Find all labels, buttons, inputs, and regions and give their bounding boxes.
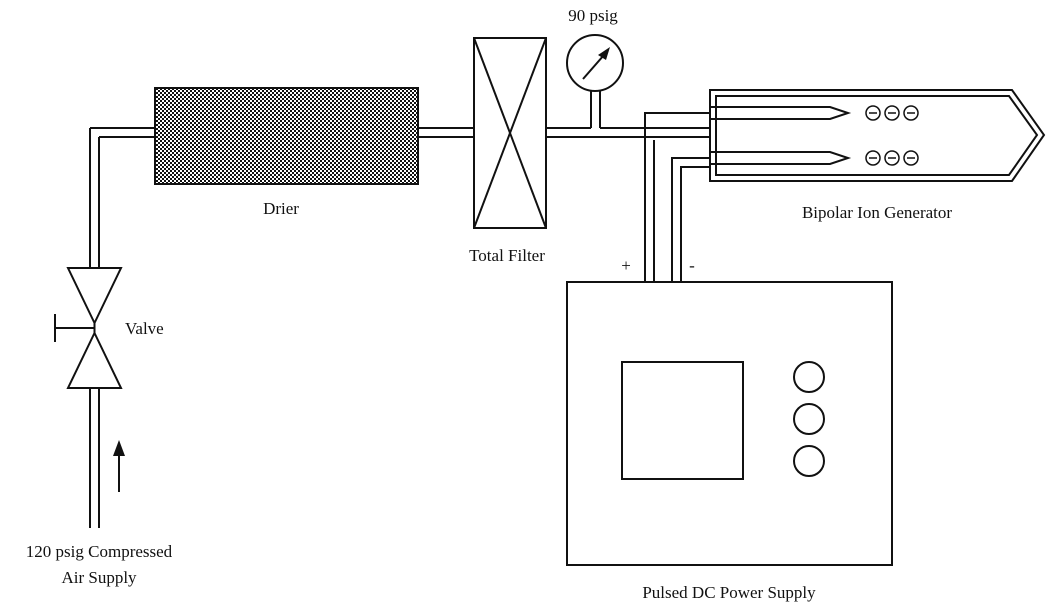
ion-generator-label: Bipolar Ion Generator: [802, 203, 952, 222]
power-supply-display: [621, 361, 744, 480]
negative-terminal-label: -: [689, 256, 695, 275]
positive-terminal-label: +: [621, 256, 631, 275]
flow-arrow-icon: [113, 440, 125, 492]
ion-icon: [865, 150, 881, 166]
filter-label: Total Filter: [469, 246, 545, 265]
total-filter: [473, 37, 547, 229]
wire-negative: [671, 157, 710, 282]
ion-icon: [903, 105, 919, 121]
power-supply-knob-top: [793, 361, 825, 393]
valve-label: Valve: [125, 319, 164, 338]
valve-icon: [54, 267, 123, 389]
pressure-gauge-icon: [566, 34, 624, 92]
supply-pipe: [89, 127, 155, 528]
supply-label-line2: Air Supply: [61, 568, 137, 587]
power-supply-knob-middle: [793, 403, 825, 435]
ion-symbols-upper: [865, 105, 919, 121]
drier-unit: [154, 87, 419, 185]
ion-icon: [903, 150, 919, 166]
ion-icon: [865, 105, 881, 121]
gauge-label: 90 psig: [568, 6, 618, 25]
electrode-upper: [710, 106, 852, 120]
power-supply-knob-bottom: [793, 445, 825, 477]
supply-label-line1: 120 psig Compressed: [26, 542, 173, 561]
ion-icon: [884, 150, 900, 166]
power-supply-label: Pulsed DC Power Supply: [642, 583, 816, 602]
wire-positive: [644, 112, 710, 282]
electrode-lower: [710, 151, 852, 165]
pipe-filter-generator: [546, 88, 710, 138]
pipe-drier-filter: [418, 127, 474, 138]
ion-symbols-lower: [865, 150, 919, 166]
ion-generator-housing: [709, 89, 1046, 182]
ion-icon: [884, 105, 900, 121]
drier-label: Drier: [263, 199, 299, 218]
